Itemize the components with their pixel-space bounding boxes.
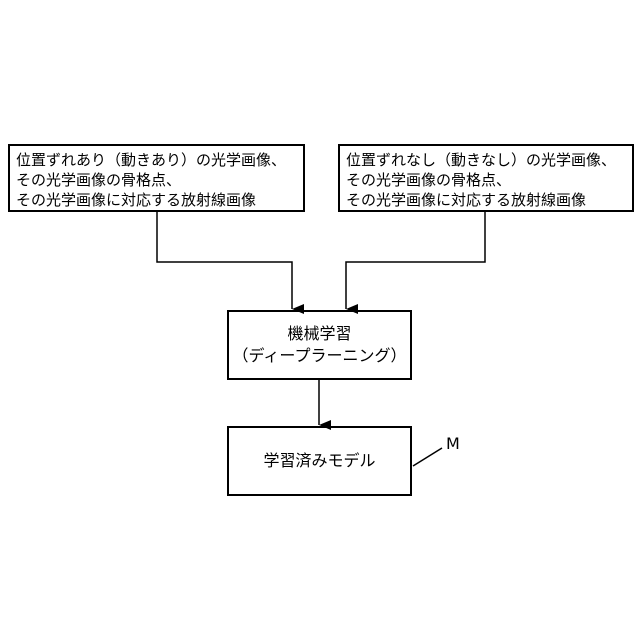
- arrow-left-to-ml: [157, 212, 292, 309]
- arrow-right-to-ml: [346, 212, 485, 309]
- reference-leader-line: [413, 448, 442, 466]
